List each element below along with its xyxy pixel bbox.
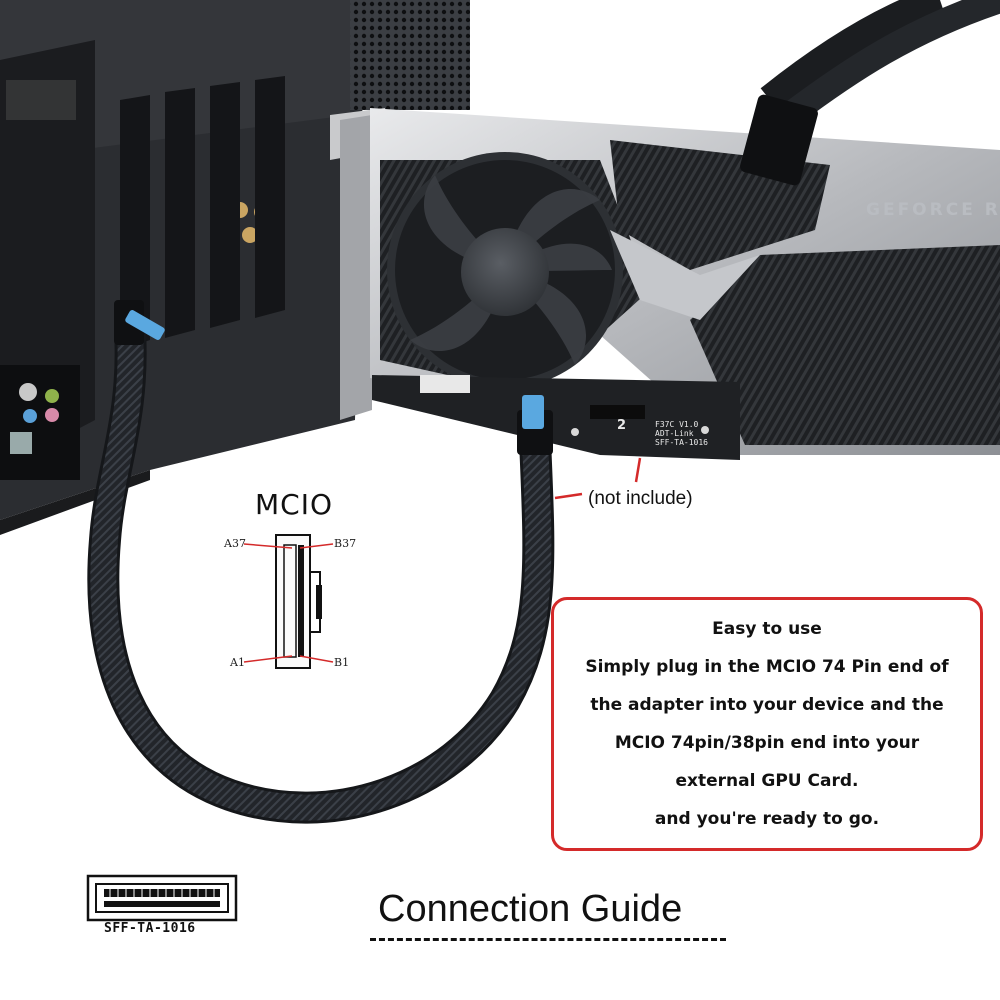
info-line: the adapter into your device and the [590, 695, 944, 715]
usage-info-box: Easy to use Simply plug in the MCIO 74 P… [551, 597, 983, 851]
info-line: MCIO 74pin/38pin end into your [614, 733, 920, 753]
pc-case [0, 0, 470, 535]
connector-label: SFF-TA-1016 [104, 921, 196, 936]
info-line: and you're ready to go. [654, 809, 880, 829]
pin-label-b37: B37 [334, 537, 357, 550]
info-heading: Easy to use [712, 619, 822, 639]
title-dashed-rule [370, 938, 726, 941]
pcb-maker-text: ADT-Link [655, 429, 694, 438]
pin-label-a1: A1 [230, 656, 245, 669]
mcio-pin-diagram [243, 534, 334, 669]
callout-line [554, 492, 583, 500]
pcb-spec-text: SFF-TA-1016 [655, 438, 708, 447]
not-included-callout: (not include) [588, 488, 693, 509]
mcio-cable [87, 300, 555, 824]
mcio-title: MCIO [255, 488, 334, 521]
info-line: external GPU Card. [675, 771, 859, 791]
sff-connector-drawing [86, 874, 238, 922]
gpu-brand-text: GEFORCE R [866, 200, 1000, 220]
graphics-card [330, 108, 1000, 460]
pcb-slot-number: 2 [617, 418, 627, 433]
connection-guide-title: Connection Guide [378, 888, 683, 930]
pin-label-b1: B1 [334, 656, 350, 669]
power-cable [740, 0, 1000, 186]
pin-label-a37: A37 [224, 537, 246, 550]
info-line: Simply plug in the MCIO 74 Pin end of [585, 657, 949, 677]
pcb-model-text: F37C V1.0 [655, 420, 699, 429]
